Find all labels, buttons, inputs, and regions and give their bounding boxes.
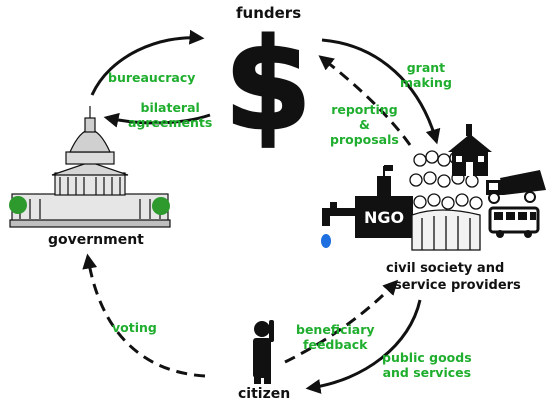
school-icon [448, 124, 492, 176]
edge-public-goods-label: public goods and services [382, 350, 472, 380]
edge-beneficiary-feedback-label: beneficiary feedback [296, 322, 375, 352]
edge-grant-making-label: grant making [400, 60, 452, 90]
dollar-icon: $ [225, 13, 312, 158]
edge-bilateral-line-1: bilateral [140, 100, 200, 115]
node-civil-society-label: civil society and service providers [386, 260, 521, 294]
ngo-sign: NGO [364, 208, 404, 227]
edge-reporting-line-3: proposals [330, 132, 399, 147]
capitol-building-icon [9, 106, 171, 228]
arrow-funders-to-civil-society [321, 38, 441, 145]
edge-grant-line-1: grant [406, 60, 446, 75]
citizen-icon [253, 320, 274, 384]
edge-public-goods-line-2: and services [382, 365, 472, 380]
bus-icon [488, 206, 540, 238]
arrow-funders-to-government [103, 112, 211, 128]
node-government-label: government [48, 232, 144, 248]
edge-bilateral-agreements-label: bilateral agreements [128, 100, 212, 130]
arrow-civil-society-to-citizen [305, 299, 422, 394]
node-citizen-label: citizen [238, 386, 291, 402]
node-funders-label: funders [236, 4, 302, 22]
node-civil-society-line-2: service providers [394, 278, 521, 293]
tree-icon [9, 196, 170, 215]
edge-reporting-proposals-label: reporting & proposals [330, 102, 399, 147]
edge-beneficiary-line-1: beneficiary [296, 322, 375, 337]
arrow-citizen-to-government [82, 253, 206, 378]
edge-beneficiary-line-2: feedback [303, 337, 368, 352]
edge-bureaucracy-label: bureaucracy [108, 70, 196, 85]
truck-icon [486, 170, 546, 204]
arrow-civil-society-to-funders [318, 55, 412, 146]
ngo-building-icon: NGO [355, 165, 413, 238]
node-civil-society-line-1: civil society and [386, 261, 505, 276]
edge-reporting-line-2: & [358, 117, 370, 132]
edge-voting-label: voting [112, 320, 157, 335]
edge-bilateral-line-2: agreements [128, 115, 213, 130]
crowd-icon [409, 150, 483, 251]
edge-grant-line-2: making [400, 75, 452, 90]
edge-public-goods-line-1: public goods [382, 350, 472, 365]
arrow-citizen-to-civil-society [284, 279, 399, 364]
arrow-government-to-funders [90, 29, 205, 96]
water-tap-icon [321, 202, 356, 248]
edge-reporting-line-1: reporting [331, 102, 398, 117]
